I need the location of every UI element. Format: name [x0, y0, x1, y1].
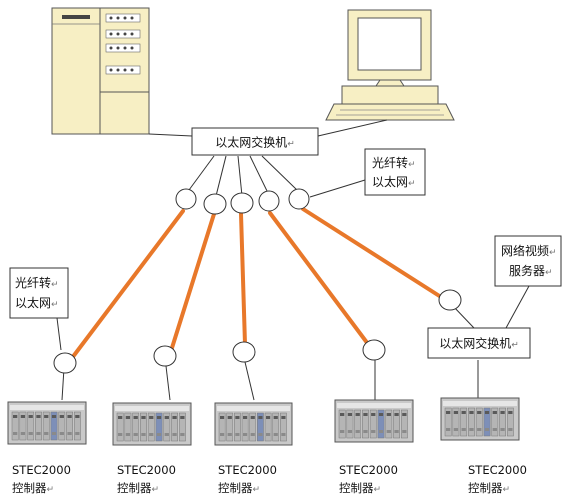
- converter-oval: [258, 190, 280, 212]
- controllers: STEC2000控制器↵STEC2000控制器↵STEC2000控制器↵STEC…: [7, 397, 527, 495]
- controller-type-label: 控制器↵: [339, 481, 381, 495]
- server-cabinet-icon: [51, 7, 150, 135]
- controller: STEC2000 控制器↵: [214, 402, 293, 495]
- converter-oval: [288, 188, 310, 210]
- fiber-converter-top-line2: 以太网↵: [372, 174, 416, 189]
- remote-converter-ovals: [53, 289, 462, 374]
- copper-links: [56, 119, 530, 401]
- main-switch-label: 以太网交换机↵: [215, 135, 295, 150]
- fiber-converter-left-line2: 以太网↵: [15, 295, 59, 310]
- controller-rack-icon: [7, 401, 87, 445]
- controller-rack-icon: [112, 402, 192, 446]
- controller-type-label: 控制器↵: [468, 481, 510, 495]
- paragraph-mark: ↵: [374, 485, 382, 495]
- controller-model-label: STEC2000: [117, 463, 176, 477]
- controller-model-label: STEC2000: [468, 463, 527, 477]
- paragraph-mark: ↵: [152, 485, 160, 495]
- controller-type-label: 控制器↵: [117, 481, 159, 495]
- fiber-converter-left-line1: 光纤转↵: [15, 275, 59, 290]
- remote-switch-label: 以太网交换机↵: [439, 336, 519, 351]
- converter-oval: [153, 345, 177, 367]
- controller-model-label: STEC2000: [218, 463, 277, 477]
- controller-rack-icon: [334, 399, 414, 443]
- converter-oval: [438, 289, 462, 311]
- converter-oval: [175, 188, 197, 210]
- controller: STEC2000 控制器↵: [7, 401, 87, 495]
- video-server-line2: 服务器↵: [509, 263, 553, 278]
- video-server-callout: 网络视频↵ 服务器↵: [494, 235, 562, 287]
- converter-oval: [362, 339, 386, 361]
- controller-model-label: STEC2000: [12, 463, 71, 477]
- computer-icon: [325, 9, 455, 121]
- converter-oval: [230, 192, 254, 214]
- fiber-converter-top-callout: 光纤转↵ 以太网↵: [364, 148, 426, 196]
- paragraph-mark: ↵: [503, 485, 511, 495]
- main-ethernet-switch: 以太网交换机↵: [191, 127, 319, 156]
- controller-rack-icon: [440, 397, 520, 441]
- top-converter-ovals: [175, 188, 310, 215]
- paragraph-mark: ↵: [253, 485, 261, 495]
- fiber-converter-top-line1: 光纤转↵: [372, 155, 416, 170]
- converter-oval: [53, 352, 77, 374]
- controller: STEC2000 控制器↵: [112, 402, 192, 495]
- controller-type-label: 控制器↵: [12, 481, 54, 495]
- controller-rack-icon: [214, 402, 293, 446]
- paragraph-mark: ↵: [47, 485, 55, 495]
- converter-oval: [203, 193, 227, 215]
- controller-type-label: 控制器↵: [218, 481, 260, 495]
- fiber-links: [70, 207, 443, 360]
- remote-ethernet-switch: 以太网交换机↵: [427, 327, 531, 359]
- controller-model-label: STEC2000: [339, 463, 398, 477]
- converter-oval: [232, 341, 256, 363]
- video-server-line1: 网络视频↵: [501, 243, 557, 258]
- controller: STEC2000 控制器↵: [334, 399, 414, 495]
- fiber-converter-left-callout: 光纤转↵ 以太网↵: [9, 267, 69, 319]
- controller: STEC2000 控制器↵: [440, 397, 527, 495]
